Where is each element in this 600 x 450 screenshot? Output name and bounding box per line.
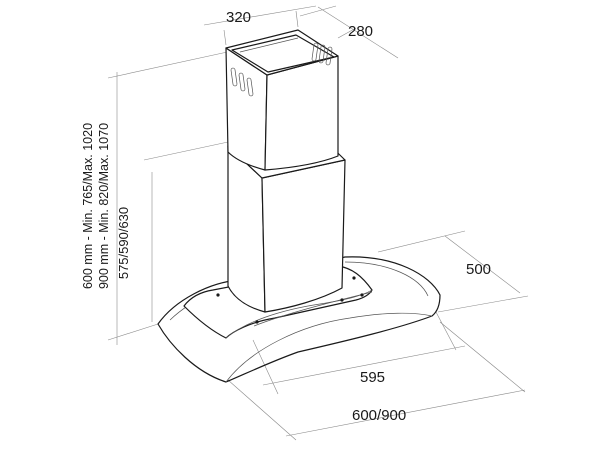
upper-chimney xyxy=(225,29,339,171)
canopy-height-label: 575/590/630 xyxy=(116,207,131,279)
canopy-depth-label: 500 xyxy=(466,261,491,278)
body-width-label: 595 xyxy=(360,369,385,386)
total-width-label: 600/900 xyxy=(352,407,406,424)
chimney-width-label: 320 xyxy=(226,9,251,26)
chimney-depth-label: 280 xyxy=(348,23,373,40)
chimney-vent-slots xyxy=(230,42,333,97)
height-900-label: 900 mm - Min. 820/Max. 1070 xyxy=(97,123,111,289)
height-600-label: 600 mm - Min. 765/Max. 1020 xyxy=(81,123,95,289)
dimension-lines xyxy=(107,5,529,441)
